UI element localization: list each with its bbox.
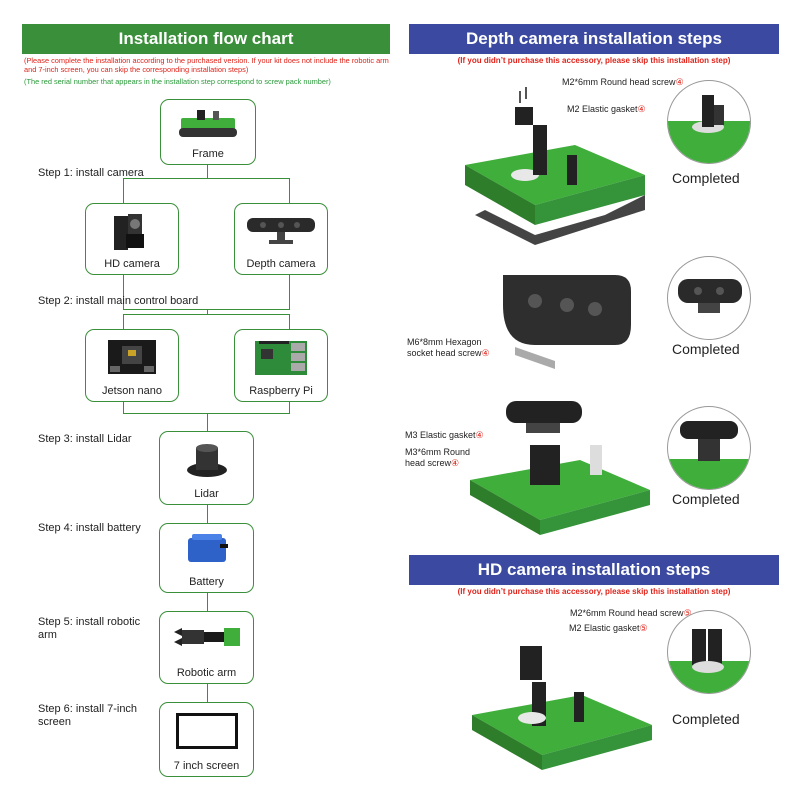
connector xyxy=(289,401,290,413)
flowchart-title-banner: Installation flow chart xyxy=(22,24,390,54)
depth-title: Depth camera installation steps xyxy=(465,29,723,48)
robotic-arm-image xyxy=(174,628,240,646)
connector xyxy=(123,178,124,204)
hd-camera-image xyxy=(114,214,144,250)
jetson-nano-box: Jetson nano xyxy=(85,329,179,402)
hd-completed-image xyxy=(668,629,750,693)
connector xyxy=(207,683,208,703)
hd-gasket-callout: M2 Elastic gasket⑤ xyxy=(569,623,648,633)
robotic-arm-label: Robotic arm xyxy=(176,667,237,679)
connector xyxy=(207,309,208,314)
connector xyxy=(123,401,124,413)
connector xyxy=(123,314,290,315)
hd-subtitle: (If you didn’t purchase this accessory, … xyxy=(457,587,731,596)
raspberry-pi-image xyxy=(255,341,307,375)
robotic-arm-box: Robotic arm xyxy=(159,611,254,684)
robot-chassis-hd xyxy=(472,646,652,770)
screen-image xyxy=(176,713,238,749)
connector xyxy=(207,592,208,612)
step-5: Step 5: install robotic arm xyxy=(38,616,141,641)
depth-s1-screw-callout: M2*6mm Round head screw④ xyxy=(562,77,684,87)
frame-label: Frame xyxy=(192,148,224,160)
robot-chassis-depth-step3 xyxy=(470,401,650,535)
depth-s1-completed-image xyxy=(668,95,750,163)
depth-s2-completed-circle xyxy=(667,256,751,340)
battery-label: Battery xyxy=(189,576,224,588)
depth-camera-bracket-image xyxy=(503,275,631,369)
step-3: Step 3: install Lidar xyxy=(38,433,132,445)
lidar-box: Lidar xyxy=(159,431,254,505)
depth-s3-screw-callout: M3*6mm Round head screw④ xyxy=(405,447,471,468)
depth-s3-gasket-callout: M3 Elastic gasket④ xyxy=(405,430,484,440)
depth-camera-image xyxy=(247,218,315,244)
hd-title: HD camera installation steps xyxy=(477,560,711,579)
step-2: Step 2: install main control board xyxy=(38,295,199,307)
step-4: Step 4: install battery xyxy=(38,522,141,534)
hd-completed: Completed xyxy=(672,711,740,727)
raspberry-pi-label: Raspberry Pi xyxy=(249,385,313,397)
depth-subtitle: (If you didn’t purchase this accessory, … xyxy=(457,56,731,65)
connector xyxy=(123,309,290,310)
hd-title-banner: HD camera installation steps xyxy=(409,555,779,585)
lidar-image xyxy=(187,444,227,477)
frame-box: Frame xyxy=(160,99,256,165)
battery-box: Battery xyxy=(159,523,254,593)
battery-image xyxy=(188,534,228,562)
depth-s1-gasket-callout: M2 Elastic gasket④ xyxy=(567,104,646,114)
depth-s2-screw-callout: M6*8mm Hexagon socket head screw④ xyxy=(407,337,490,358)
depth-title-banner: Depth camera installation steps xyxy=(409,24,779,54)
depth-s1-completed: Completed xyxy=(672,170,740,186)
depth-s3-completed-image xyxy=(668,421,750,489)
hd-screw-callout: M2*6mm Round head screw⑤ xyxy=(570,608,692,618)
step-6: Step 6: install 7-inch screen xyxy=(38,703,138,728)
robot-chassis-depth-step1 xyxy=(465,87,645,245)
screen-box: 7 inch screen xyxy=(159,702,254,777)
connector xyxy=(207,163,208,178)
jetson-nano-image xyxy=(108,340,156,374)
flowchart-note-red: (Please complete the installation accord… xyxy=(24,56,389,74)
depth-s3-completed: Completed xyxy=(672,491,740,507)
frame-image xyxy=(179,110,237,137)
connector xyxy=(289,178,290,204)
depth-s3-completed-circle xyxy=(667,406,751,490)
step-1: Step 1: install camera xyxy=(38,167,144,179)
depth-s1-completed-circle xyxy=(667,80,751,164)
screen-label: 7 inch screen xyxy=(173,760,240,772)
connector xyxy=(289,274,290,309)
connector xyxy=(123,314,124,330)
lidar-label: Lidar xyxy=(194,488,219,500)
depth-s2-completed: Completed xyxy=(672,341,740,357)
depth-camera-label: Depth camera xyxy=(246,258,316,270)
depth-s2-completed-image xyxy=(678,279,742,313)
connector xyxy=(123,274,124,309)
flowchart-title: Installation flow chart xyxy=(118,29,294,48)
connector xyxy=(207,504,208,524)
hd-completed-circle xyxy=(667,610,751,694)
flowchart-note-green: (The red serial number that appears in t… xyxy=(24,77,331,86)
connector xyxy=(289,314,290,330)
jetson-nano-label: Jetson nano xyxy=(102,385,162,397)
hd-camera-box: HD camera xyxy=(85,203,179,275)
connector xyxy=(123,413,290,414)
connector xyxy=(123,178,290,179)
raspberry-pi-box: Raspberry Pi xyxy=(234,329,328,402)
connector xyxy=(207,413,208,431)
hd-camera-label: HD camera xyxy=(104,258,160,270)
depth-camera-box: Depth camera xyxy=(234,203,328,275)
